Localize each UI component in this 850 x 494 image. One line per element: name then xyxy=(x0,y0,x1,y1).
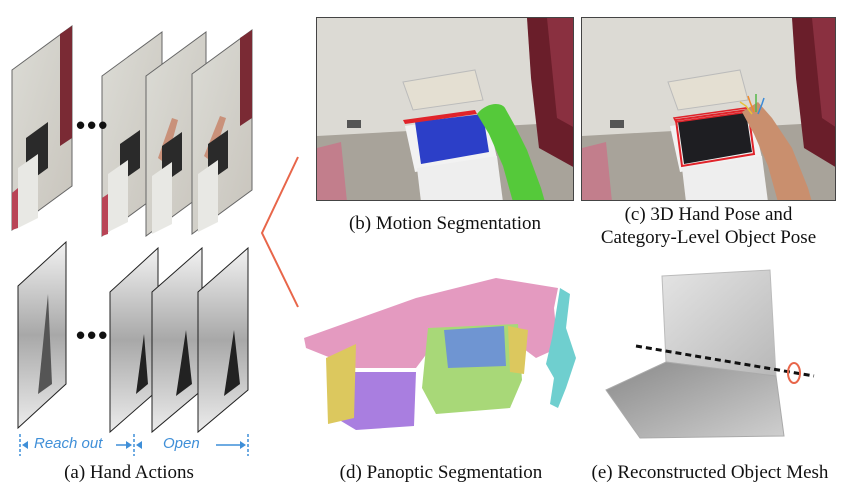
segment-pink xyxy=(304,278,558,368)
depth-frame-2 xyxy=(109,246,159,434)
panoptic-segmentation-image xyxy=(304,278,576,430)
depth-frame-1 xyxy=(17,240,67,430)
rgb-frame-3 xyxy=(145,31,207,237)
mesh-base xyxy=(605,361,785,439)
caption-pose-line2: Category-Level Object Pose xyxy=(600,227,817,248)
reconstructed-mesh-image xyxy=(605,269,815,439)
phase-open: Open xyxy=(163,435,200,452)
depth-frame-3 xyxy=(151,246,203,434)
rgb-frame-1 xyxy=(11,25,73,231)
segment-yellow-left xyxy=(326,344,356,424)
rotation-axis xyxy=(635,344,815,378)
caption-motion-segmentation: (b) Motion Segmentation xyxy=(348,213,542,234)
phase-reach-out: Reach out xyxy=(34,435,103,452)
caption-panoptic-segmentation: (d) Panoptic Segmentation xyxy=(339,462,543,483)
object-bbox xyxy=(674,108,756,168)
green-hand-mask xyxy=(477,104,545,200)
rgb-frame-stack xyxy=(11,25,253,237)
depth-frame-stack xyxy=(17,240,249,434)
connector-bracket xyxy=(260,156,299,308)
segment-cyan xyxy=(546,288,576,408)
hand-skeleton xyxy=(739,94,765,115)
phase-arrows xyxy=(19,434,249,456)
hand-object-pose-image xyxy=(581,17,836,201)
rotation-indicator xyxy=(787,362,801,384)
segment-blue xyxy=(444,326,506,368)
rgb-frame-4 xyxy=(191,29,253,235)
ellipsis-depth: ••• xyxy=(76,320,110,350)
caption-reconstructed-mesh: (e) Reconstructed Object Mesh xyxy=(591,462,829,483)
caption-pose-line1: (c) 3D Hand Pose and xyxy=(624,204,793,225)
segment-yellow-right xyxy=(508,326,528,374)
blue-lid-mask xyxy=(415,114,489,164)
motion-segmentation-image xyxy=(316,17,574,201)
caption-hand-actions: (a) Hand Actions xyxy=(64,462,194,483)
depth-frame-4 xyxy=(197,246,249,434)
ellipsis-rgb: ••• xyxy=(76,110,110,140)
